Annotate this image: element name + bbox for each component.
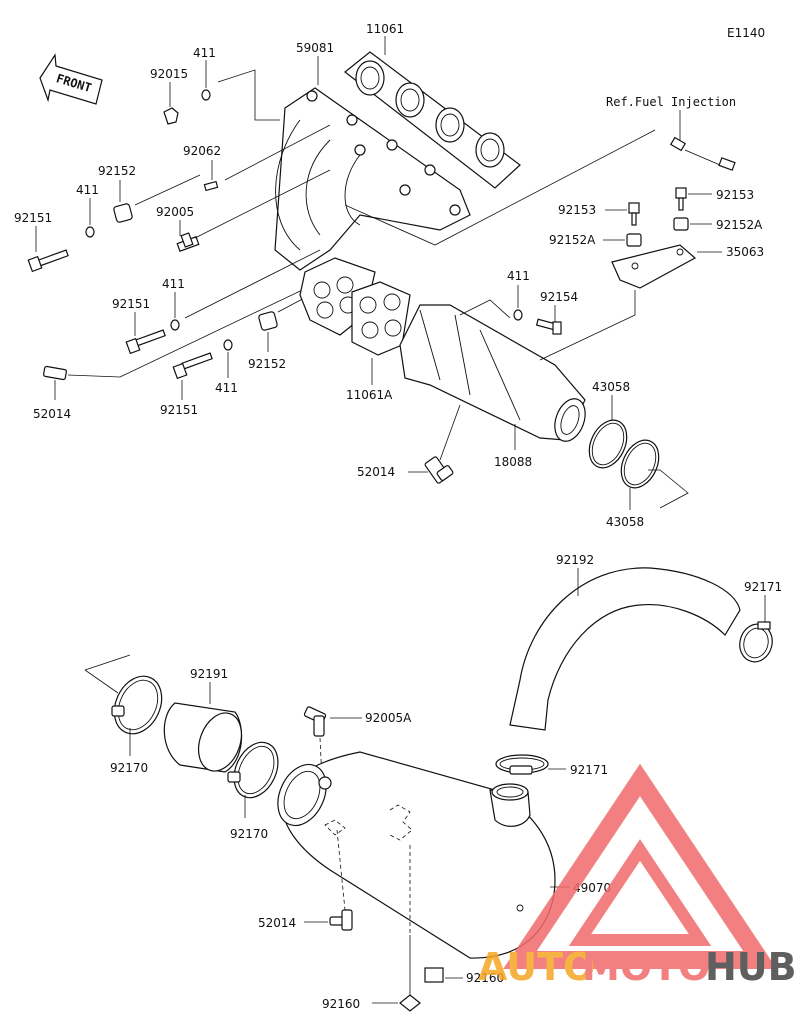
fitting-92005[interactable]	[176, 232, 200, 252]
bolt-92151-b[interactable]	[125, 329, 166, 355]
label-11061a: 11061A	[346, 388, 393, 402]
label-35063: 35063	[726, 245, 764, 259]
watermark-prefix: AUTO	[478, 945, 595, 989]
label-11061: 11061	[366, 22, 404, 36]
label-411-e: 411	[507, 269, 530, 283]
label-92015: 92015	[150, 67, 188, 81]
label-92160-a: 92160	[466, 971, 504, 985]
label-411-b: 411	[76, 183, 99, 197]
label-92005a: 92005A	[365, 711, 412, 725]
washer-411-a[interactable]	[201, 89, 211, 101]
label-92153-a: 92153	[716, 188, 754, 202]
hose-92191[interactable]	[163, 702, 249, 777]
label-52014-c: 52014	[258, 916, 296, 930]
bolt-92153-a[interactable]	[675, 187, 687, 211]
nut-92015[interactable]	[163, 107, 179, 125]
bolt-92151-a[interactable]	[27, 249, 69, 273]
washer-411-c[interactable]	[170, 319, 180, 331]
washer-411-d[interactable]	[223, 339, 233, 351]
label-92062: 92062	[183, 144, 221, 158]
label-92151-b: 92151	[112, 297, 150, 311]
collar-92152a-a[interactable]	[673, 217, 689, 231]
label-92192: 92192	[556, 553, 594, 567]
label-92005: 92005	[156, 205, 194, 219]
label-411-c: 411	[162, 277, 185, 291]
ref-note: Ref.Fuel Injection	[606, 95, 736, 109]
fuel-injection-sensor[interactable]	[669, 136, 736, 171]
label-92151-a: 92151	[14, 211, 52, 225]
label-92170-a: 92170	[110, 761, 148, 775]
label-92171-a: 92171	[744, 580, 782, 594]
label-92152-a: 92152	[98, 164, 136, 178]
hose-clamp-92171-b[interactable]	[495, 754, 549, 775]
muffler-49070[interactable]	[269, 751, 556, 959]
collar-92152-a[interactable]	[113, 203, 133, 223]
label-52014-b: 52014	[357, 465, 395, 479]
label-92152-b: 92152	[248, 357, 286, 371]
label-411-a: 411	[193, 46, 216, 60]
stud-92062[interactable]	[203, 180, 219, 192]
washer-411-e[interactable]	[513, 309, 523, 321]
label-52014-a: 52014	[33, 407, 71, 421]
label-92160-b: 92160	[322, 997, 360, 1011]
label-18088: 18088	[494, 455, 532, 469]
label-43058-b: 43058	[606, 515, 644, 529]
hose-clamp-92171-a[interactable]	[736, 621, 777, 666]
fitting-52014-b[interactable]	[424, 456, 454, 484]
automotohub-watermark: AUTO MOTO HUB	[478, 763, 797, 989]
label-92152a-a: 92152A	[716, 218, 763, 232]
diagram-code: E1140	[727, 26, 765, 40]
collar-92152a-b[interactable]	[626, 233, 642, 247]
front-arrow-icon: FRONT	[39, 53, 103, 105]
fitting-52014-a[interactable]	[43, 365, 67, 381]
label-92191: 92191	[190, 667, 228, 681]
washer-411-b[interactable]	[85, 226, 95, 238]
fitting-52014-c[interactable]	[329, 909, 353, 931]
exhaust-manifold-59081[interactable]	[274, 87, 471, 271]
bolt-92151-c[interactable]	[172, 352, 213, 380]
exhaust-pipe-18088[interactable]	[399, 304, 591, 445]
fitting-92005a[interactable]	[303, 706, 327, 737]
label-92151-c: 92151	[160, 403, 198, 417]
exhaust-gasket-11061[interactable]	[344, 51, 521, 189]
watermark-suffix: HUB	[705, 945, 797, 989]
pad-92160-a[interactable]	[424, 967, 444, 983]
collar-92152-b[interactable]	[258, 311, 278, 331]
pad-92160-b[interactable]	[399, 994, 421, 1012]
label-92152a-b: 92152A	[549, 233, 596, 247]
label-92170-b: 92170	[230, 827, 268, 841]
exhaust-hose-92192[interactable]	[509, 567, 741, 731]
label-92154: 92154	[540, 290, 578, 304]
bracket-35063[interactable]	[611, 244, 697, 289]
label-92153-b: 92153	[558, 203, 596, 217]
label-43058-a: 43058	[592, 380, 630, 394]
label-92171-b: 92171	[570, 763, 608, 777]
watermark-middle: MOTO	[582, 945, 710, 989]
bolt-92153-b[interactable]	[628, 202, 640, 226]
hose-clamp-92170-a[interactable]	[105, 669, 170, 742]
hose-clamp-92170-b[interactable]	[226, 735, 287, 804]
label-49070: 49070	[573, 881, 611, 895]
label-59081: 59081	[296, 41, 334, 55]
bolt-92154[interactable]	[535, 318, 562, 335]
label-411-d: 411	[215, 381, 238, 395]
